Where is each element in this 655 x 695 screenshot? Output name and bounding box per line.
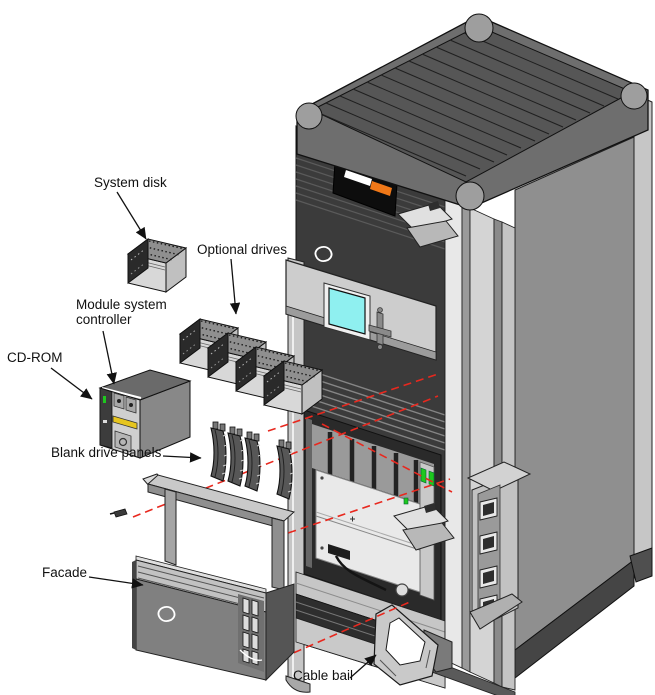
status-led: [403, 467, 435, 505]
sgi-logo-icon: [314, 245, 333, 263]
facade-handle: [142, 473, 296, 591]
drive-bay: [303, 409, 442, 621]
cable-bail-part: [373, 604, 453, 686]
door-latch-top: [397, 201, 459, 248]
cap-corner-pads: [295, 13, 648, 211]
callout-blank-drive-panels: Blank drive panels: [51, 445, 162, 460]
system-disk-part: [127, 238, 187, 293]
callout-facade: Facade: [42, 565, 88, 580]
blank-panels-part: [210, 421, 294, 500]
rack-cabinet: [285, 13, 653, 695]
door-latch-bottom: [393, 503, 455, 551]
top-cap: [295, 13, 649, 211]
side-connector-panel: [466, 461, 532, 630]
screw: [109, 508, 128, 518]
callout-optional-drives: Optional drives: [197, 242, 288, 257]
lcd-screen: [328, 287, 366, 335]
callout-system-disk: System disk: [94, 175, 167, 190]
callout-cd-rom: CD-ROM: [7, 350, 63, 365]
side-panel: [514, 93, 653, 680]
cd-slot: [112, 415, 138, 430]
callout-arrows: [50, 191, 377, 679]
facade-part: [132, 473, 296, 682]
callout-cable-bail: Cable bail: [293, 668, 354, 683]
cdrom-part: [98, 369, 192, 459]
nav-buttons: [368, 307, 392, 350]
system-controller-display: [285, 259, 437, 361]
sgi-logo-icon: [157, 605, 176, 623]
module-system-controller-panel: [99, 387, 113, 449]
callout-module-system-controller: Module system controller: [76, 297, 167, 328]
